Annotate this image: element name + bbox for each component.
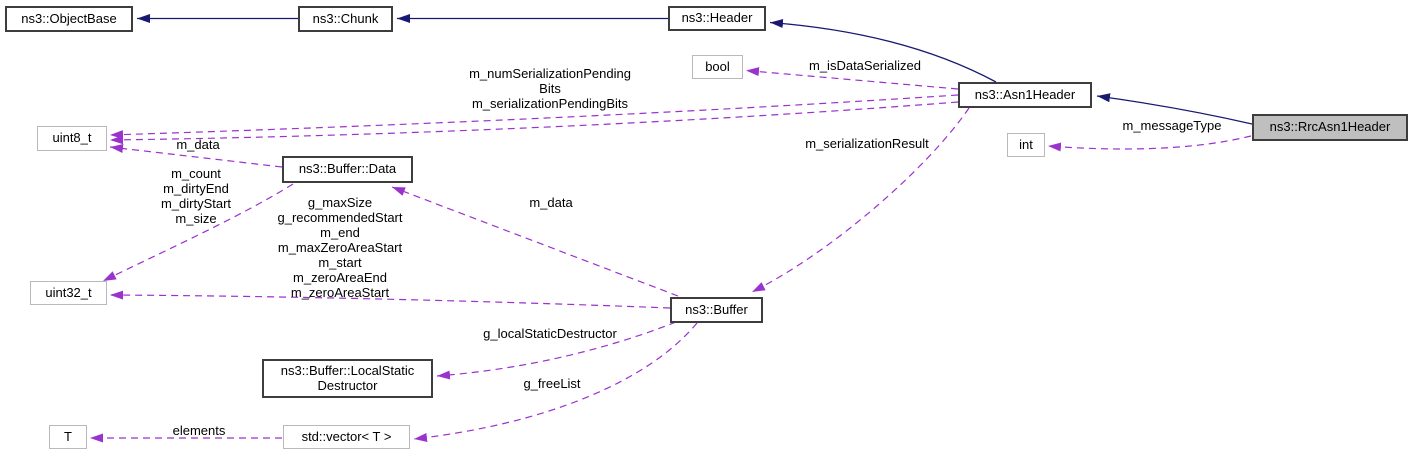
edge-label-line: Bits	[539, 81, 561, 96]
node-label-line: Destructor	[317, 377, 378, 393]
edge-label-line: m_count	[171, 166, 221, 181]
edge-label-bufferdata-members: m_count m_dirtyEnd m_dirtyStart m_size	[148, 166, 244, 226]
node-buffer-localstaticdestructor[interactable]: ns3::Buffer::LocalStatic Destructor	[262, 359, 433, 398]
edge-label-m-data-mid: m_data	[529, 195, 573, 210]
edge-asn1header-to-buffer	[751, 107, 970, 293]
edge-label-buffer-members: g_maxSize g_recommendedStart m_end m_max…	[265, 195, 415, 300]
node-int: int	[1007, 133, 1045, 157]
edge-label-local-static-destructor: g_localStaticDestructor	[483, 326, 617, 341]
edge-label-line: m_serializationPendingBits	[471, 96, 629, 111]
edge-label-line: g_recommendedStart	[277, 210, 403, 225]
node-t: T	[49, 425, 87, 449]
node-uint8-t: uint8_t	[37, 126, 107, 151]
edge-label-free-list: g_freeList	[523, 376, 581, 391]
edge-label-line: m_numSerializationPending	[469, 66, 631, 81]
edge-label-line: m_size	[175, 211, 217, 226]
edge-label-line: m_dirtyStart	[160, 196, 232, 211]
node-std-vector: std::vector< T >	[283, 425, 410, 449]
edge-asn1header-to-bool	[745, 67, 959, 90]
node-buffer-data[interactable]: ns3::Buffer::Data	[282, 156, 413, 183]
edge-asn1header-to-uint8-a	[109, 94, 959, 140]
edge-label-line: m_dirtyEnd	[163, 181, 229, 196]
edge-label-m-data-top: m_data	[176, 137, 220, 152]
edge-label-message-type: m_messageType	[1122, 118, 1222, 133]
edge-label-line: m_zeroAreaStart	[290, 285, 390, 300]
edge-label-line: m_end	[320, 225, 360, 240]
edge-label-line: m_start	[318, 255, 362, 270]
edge-asn1header-to-uint8-b	[109, 101, 959, 145]
edge-buffer-to-uint32	[109, 290, 671, 309]
node-header[interactable]: ns3::Header	[668, 6, 766, 31]
edge-label-elements: elements	[172, 423, 226, 438]
edge-buffer-to-bufferdata	[391, 186, 679, 297]
node-chunk[interactable]: ns3::Chunk	[298, 6, 393, 32]
edge-buffer-to-localstaticdestructor	[436, 321, 677, 380]
edge-label-serialization-pending: m_numSerializationPending Bits m_seriali…	[450, 66, 650, 111]
node-buffer[interactable]: ns3::Buffer	[670, 297, 763, 323]
edge-label-line: m_maxZeroAreaStart	[277, 240, 403, 255]
edge-label-line: g_maxSize	[307, 195, 373, 210]
node-bool: bool	[692, 55, 743, 79]
edge-asn1header-to-header	[769, 19, 997, 83]
edge-buffer-to-vector	[413, 322, 698, 442]
node-label-line: ns3::Buffer::LocalStatic	[280, 362, 415, 378]
edge-label-serialization-result: m_serializationResult	[805, 136, 929, 151]
edge-rrcasn1header-to-asn1header	[1096, 93, 1253, 125]
node-asn1header[interactable]: ns3::Asn1Header	[958, 82, 1092, 108]
edge-label-line: m_zeroAreaEnd	[293, 270, 387, 285]
edge-rrcasn1header-to-int	[1047, 135, 1252, 152]
edge-label-is-data-serialized: m_isDataSerialized	[809, 58, 921, 73]
node-uint32-t: uint32_t	[30, 281, 107, 305]
edge-bufferdata-to-uint8	[109, 144, 283, 168]
node-objectbase[interactable]: ns3::ObjectBase	[5, 6, 133, 32]
node-rrcasn1header: ns3::RrcAsn1Header	[1252, 114, 1408, 141]
